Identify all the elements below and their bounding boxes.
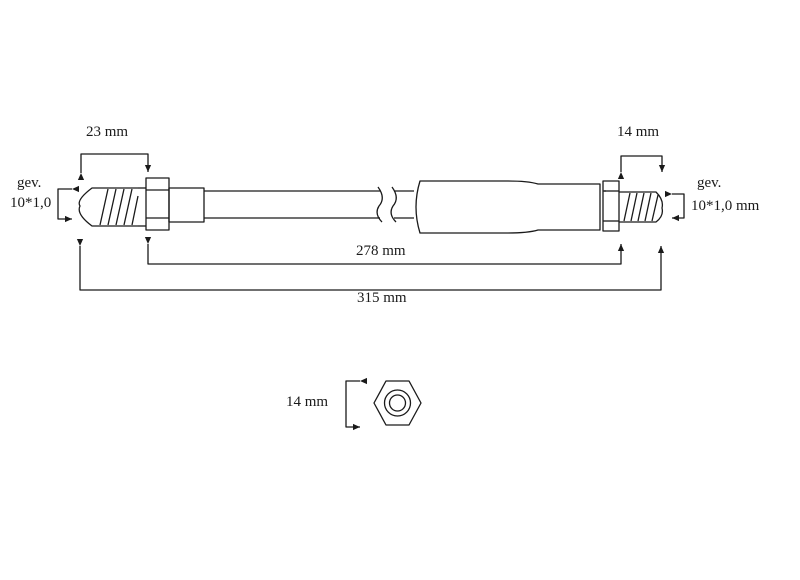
label-14mm-right: 14 mm — [617, 124, 660, 140]
left-hex-nut — [145, 177, 170, 231]
label-hex-14mm: 14 mm — [286, 394, 329, 410]
right-thread-hatching — [623, 192, 659, 222]
dim-14mm-bracket — [617, 155, 666, 180]
right-fitting — [415, 180, 664, 234]
label-thread-right-2: 10*1,0 mm — [691, 198, 760, 214]
hex-nut-bracket — [345, 377, 368, 431]
label-thread-left-1: gev. — [17, 175, 42, 191]
dim-thread-right-bracket — [664, 190, 685, 222]
left-collar — [168, 187, 205, 223]
dim-thread-left-bracket — [57, 185, 80, 223]
break-mark-left — [376, 186, 383, 223]
label-thread-left-2: 10*1,0 — [10, 195, 52, 211]
label-thread-right-1: gev. — [697, 175, 722, 191]
hex-nut-view — [345, 377, 422, 431]
tube-sleeve — [415, 180, 601, 234]
label-23mm: 23 mm — [86, 124, 129, 140]
dim-23mm-bracket — [77, 153, 152, 181]
brake-tube — [204, 186, 414, 223]
left-thread-hatching — [99, 188, 139, 226]
dim-278mm-line — [144, 236, 625, 265]
label-278mm: 278 mm — [356, 243, 406, 259]
label-315mm: 315 mm — [357, 290, 407, 306]
break-mark-right — [390, 186, 397, 223]
dim-315mm-line — [76, 238, 665, 291]
left-fitting — [78, 177, 205, 231]
right-hex-nut — [602, 180, 620, 232]
